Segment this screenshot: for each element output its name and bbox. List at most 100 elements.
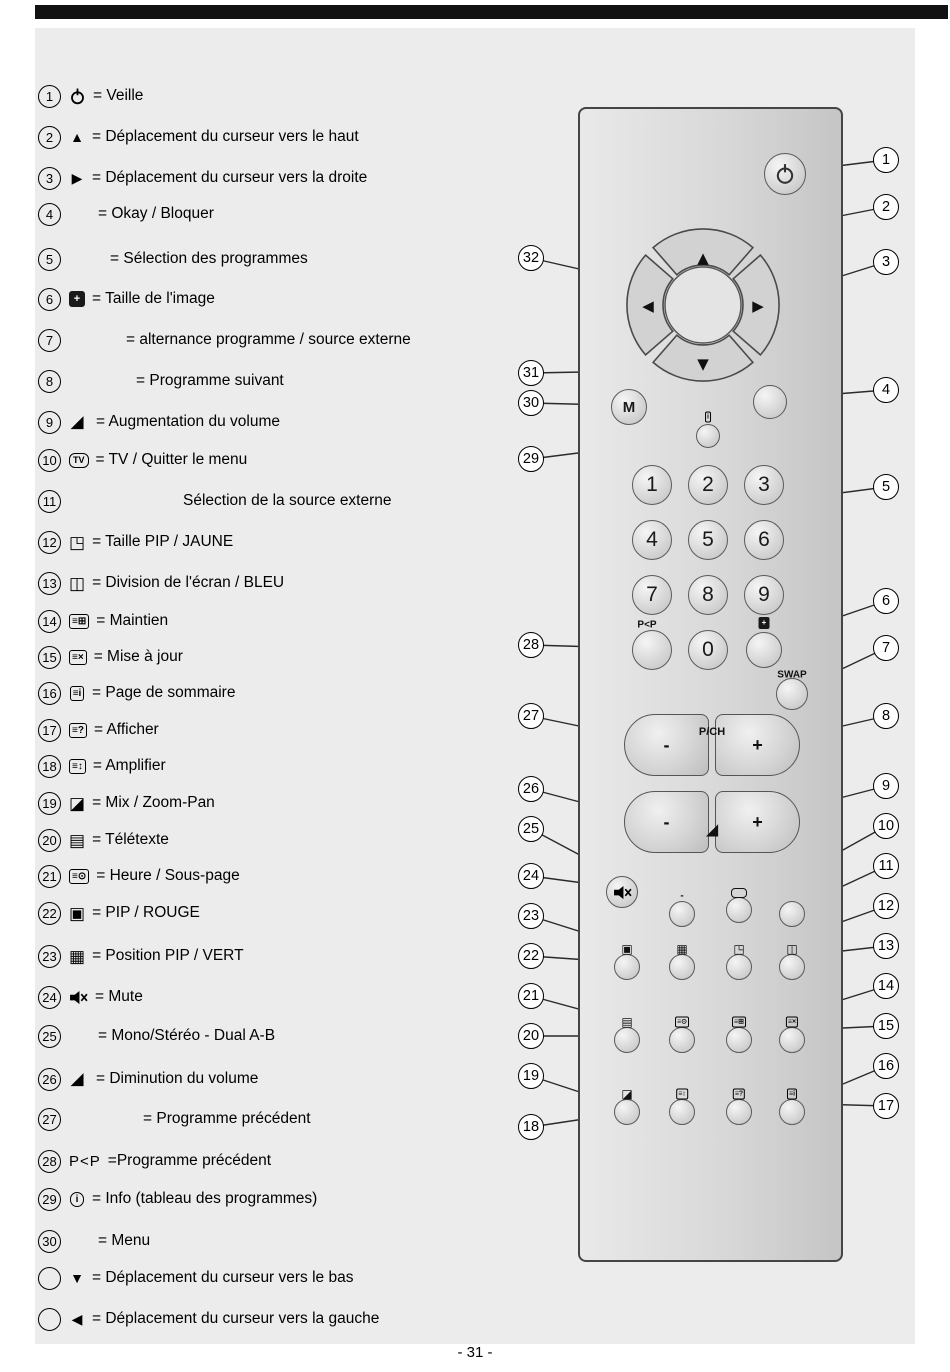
- program-down-button: -: [624, 714, 709, 776]
- dpad: ▲ ▶ ▼ ◀: [626, 228, 780, 382]
- legend-item-label: = Mix / Zoom-Pan: [92, 794, 215, 811]
- callout-26: 26: [518, 776, 544, 802]
- legend-item: 15≡×= Mise à jour: [38, 644, 183, 670]
- digit-6-button: 6: [744, 520, 784, 560]
- legend-item: 7 = alternance programme / source externe: [38, 327, 411, 353]
- legend-number-badge: 24: [38, 985, 61, 1009]
- legend-item-label: = Déplacement du curseur vers le haut: [92, 128, 359, 145]
- pp-print-label: P<P: [637, 619, 657, 631]
- pip-icon: ▣: [69, 903, 86, 923]
- previous-program-button: [632, 630, 672, 670]
- program-rocker: - + P/CH: [624, 714, 800, 776]
- expand-icon: ≡↕: [676, 1088, 688, 1100]
- image-size-icon: +: [758, 617, 770, 629]
- callout-14: 14: [873, 973, 899, 999]
- callout-20: 20: [518, 1023, 544, 1049]
- mono-stereo-button: [669, 901, 695, 927]
- legend-number-badge: 14: [38, 609, 61, 633]
- legend-number-badge: 8: [38, 369, 61, 393]
- cursor-right-icon: ▶: [752, 297, 764, 315]
- callout-32: 32: [518, 245, 544, 271]
- split-screen-button: [779, 954, 805, 980]
- p-less-p-icon: P<P: [69, 1152, 101, 1170]
- dpad-down-button: [651, 334, 755, 382]
- image-size-button: [746, 632, 782, 668]
- legend-item: 21≡⊙= Heure / Sous-page: [38, 863, 240, 889]
- dpad-right-button: [732, 253, 780, 357]
- legend-item: ▼= Déplacement du curseur vers le bas: [38, 1265, 353, 1291]
- legend-number-badge: 17: [38, 718, 61, 742]
- legend-item-label: = alternance programme / source externe: [126, 331, 411, 348]
- legend-item: 17≡?= Afficher: [38, 717, 159, 743]
- callout-22: 22: [518, 943, 544, 969]
- legend-item-label: = Sélection des programmes: [110, 250, 308, 267]
- legend-item-label: = Info (tableau des programmes): [92, 1190, 318, 1207]
- digit-3-button: 3: [744, 465, 784, 505]
- pip-icon: ▣: [621, 942, 633, 956]
- legend-item: 18≡↕= Amplifier: [38, 753, 166, 779]
- power-icon: [69, 88, 86, 105]
- volume-rocker: - + ◢: [624, 791, 800, 853]
- digit-5-button: 5: [688, 520, 728, 560]
- legend-number-badge: 25: [38, 1024, 61, 1048]
- external-source-button: [779, 901, 805, 927]
- legend-number-badge: 9: [38, 410, 61, 434]
- okay-button: [753, 385, 787, 419]
- top-rule: [35, 5, 948, 19]
- callout-23: 23: [518, 903, 544, 929]
- legend-item: 26◢= Diminution du volume: [38, 1066, 258, 1092]
- legend-number-badge: 4: [38, 202, 61, 226]
- cursor-up-icon: ▲: [697, 249, 709, 267]
- digit-9-button: 9: [744, 575, 784, 615]
- index-page-icon: ≡i: [69, 685, 85, 701]
- swap-print-label: SWAP: [777, 669, 807, 681]
- legend-item: 2▲= Déplacement du curseur vers le haut: [38, 124, 359, 150]
- pip-position-icon: ▦: [676, 942, 688, 956]
- legend-number-badge: 19: [38, 791, 61, 815]
- digit-1-button: 1: [632, 465, 672, 505]
- legend-number-badge: 6: [38, 287, 61, 311]
- cursor-left-icon: ◀: [71, 1311, 83, 1327]
- callout-17: 17: [873, 1093, 899, 1119]
- legend-item: 14≡⊞= Maintien: [38, 608, 168, 634]
- cursor-down-icon: ▼: [697, 355, 709, 373]
- callout-9: 9: [873, 773, 899, 799]
- tv-button: [726, 897, 752, 923]
- legend-number-badge: 18: [38, 754, 61, 778]
- callout-7: 7: [873, 635, 899, 661]
- legend-item: 8 = Programme suivant: [38, 368, 284, 394]
- pip-size-icon: ◳: [733, 942, 745, 956]
- legend-item-label: = Amplifier: [92, 757, 166, 774]
- legend-number-badge: 13: [38, 571, 61, 595]
- legend-item-label: = Augmentation du volume: [96, 413, 280, 430]
- legend-item: 6+= Taille de l'image: [38, 286, 215, 312]
- legend-item-label: = TV / Quitter le menu: [95, 451, 248, 468]
- callout-4: 4: [873, 377, 899, 403]
- legend-number-badge: 15: [38, 645, 61, 669]
- legend-item-label: = Veille: [93, 87, 144, 104]
- digit-0-button: 0: [688, 630, 728, 670]
- legend-item-label: = Programme suivant: [136, 372, 284, 389]
- time-icon: ≡⊙: [675, 1016, 689, 1028]
- swap-button: [776, 678, 808, 710]
- split-screen-icon: ◫: [786, 942, 798, 956]
- legend-number-badge: 1: [38, 84, 61, 108]
- callout-27: 27: [518, 703, 544, 729]
- legend-number-badge: 26: [38, 1067, 61, 1091]
- legend-item: 24= Mute: [38, 984, 143, 1010]
- legend-number-badge: 23: [38, 944, 61, 968]
- legend-item: 16≡i= Page de sommaire: [38, 680, 235, 706]
- update-button: [779, 1027, 805, 1053]
- mix-button: [614, 1099, 640, 1125]
- update-icon: ≡×: [785, 1016, 799, 1028]
- callout-11: 11: [873, 853, 899, 879]
- legend-number-badge: 27: [38, 1107, 61, 1131]
- plus-sign: +: [752, 734, 763, 755]
- legend-item-label: = PIP / ROUGE: [92, 904, 200, 921]
- legend-item: 4= Okay / Bloquer: [38, 201, 214, 227]
- legend-number-badge: 7: [38, 328, 61, 352]
- legend-number-badge: 22: [38, 901, 61, 925]
